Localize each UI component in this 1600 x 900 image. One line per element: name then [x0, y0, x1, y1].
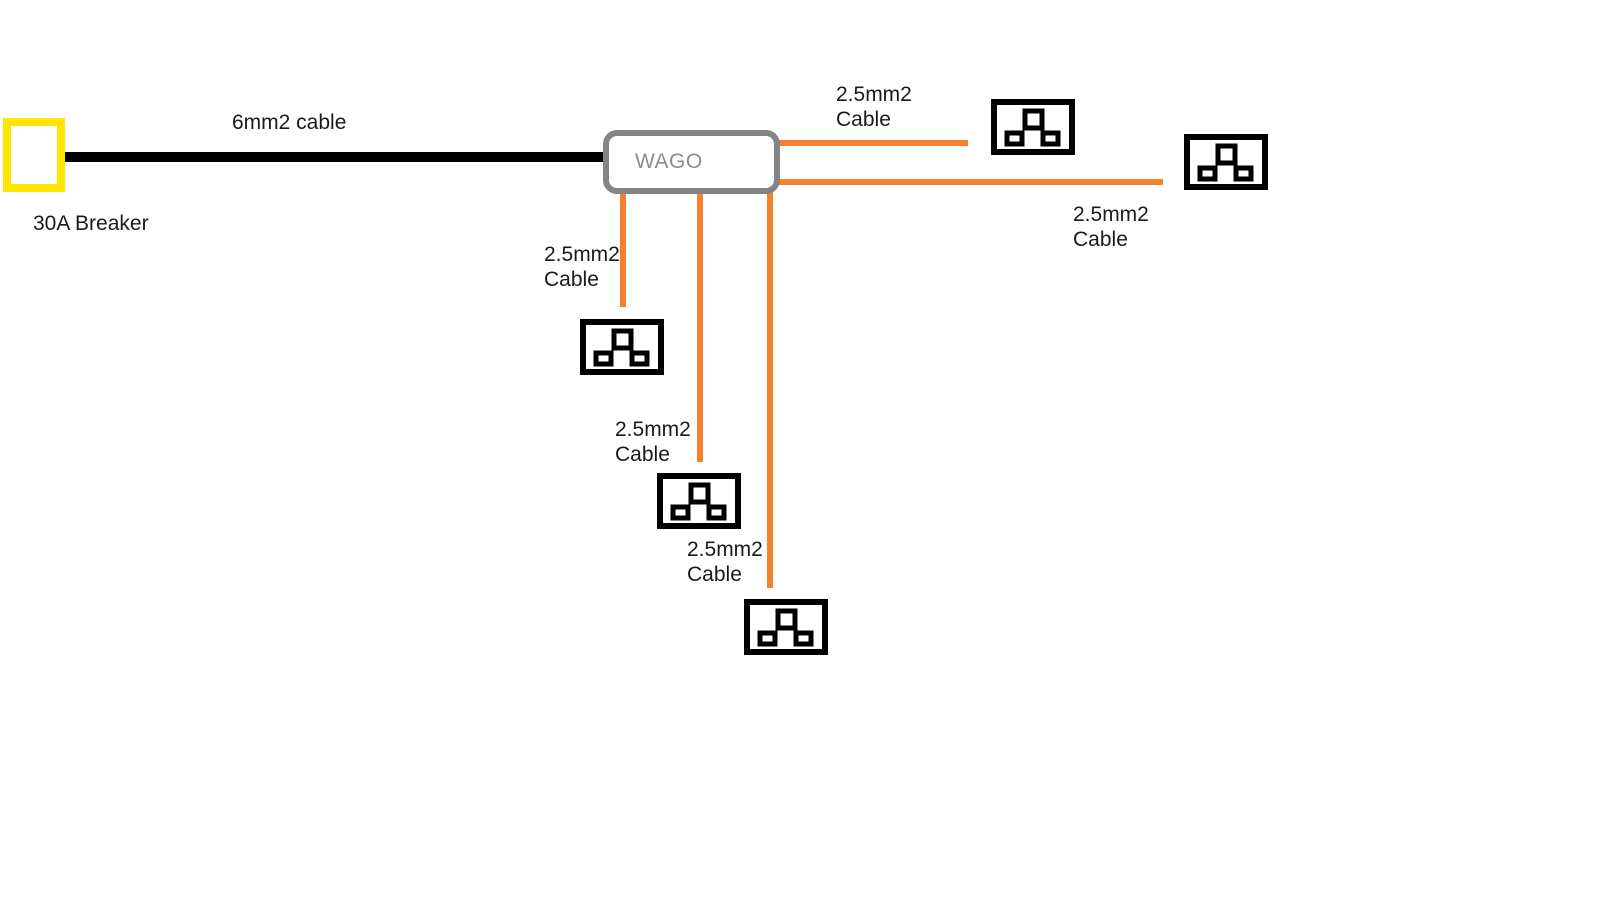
branch-cable-line-far-right: [774, 179, 1163, 185]
branch-cable-line-top-right: [774, 140, 968, 146]
branch-cable-label-far-right: 2.5mm2 Cable: [1073, 202, 1149, 252]
branch-label-line2: Cable: [615, 443, 670, 466]
branch-cable-line-down-3: [767, 188, 773, 588]
socket-outlet-icon: [744, 599, 828, 655]
main-cable-line: [65, 152, 605, 162]
socket-outlet-icon: [657, 473, 741, 529]
socket-outlet-icon: [580, 319, 664, 375]
branch-label-line1: 2.5mm2: [687, 538, 763, 561]
branch-cable-label-top-right: 2.5mm2 Cable: [836, 82, 912, 132]
socket-outlet-icon: [1184, 134, 1268, 190]
branch-label-line1: 2.5mm2: [615, 418, 691, 441]
branch-label-line2: Cable: [836, 108, 891, 131]
branch-cable-label-down-2: 2.5mm2 Cable: [615, 417, 691, 467]
branch-label-line1: 2.5mm2: [836, 83, 912, 106]
branch-label-line2: Cable: [687, 563, 742, 586]
breaker-box: [3, 118, 65, 192]
branch-label-line1: 2.5mm2: [1073, 203, 1149, 226]
wago-label: WAGO: [635, 150, 703, 173]
socket-outlet-icon: [991, 99, 1075, 155]
branch-cable-line-down-1: [620, 188, 626, 307]
branch-cable-label-down-1: 2.5mm2 Cable: [544, 242, 620, 292]
branch-label-line1: 2.5mm2: [544, 243, 620, 266]
branch-label-line2: Cable: [1073, 228, 1128, 251]
main-cable-label: 6mm2 cable: [232, 111, 347, 134]
branch-cable-line-down-2: [697, 188, 703, 462]
wago-junction-box: WAGO: [603, 130, 780, 194]
breaker-label: 30A Breaker: [33, 212, 149, 235]
branch-cable-label-down-3: 2.5mm2 Cable: [687, 537, 763, 587]
branch-label-line2: Cable: [544, 268, 599, 291]
